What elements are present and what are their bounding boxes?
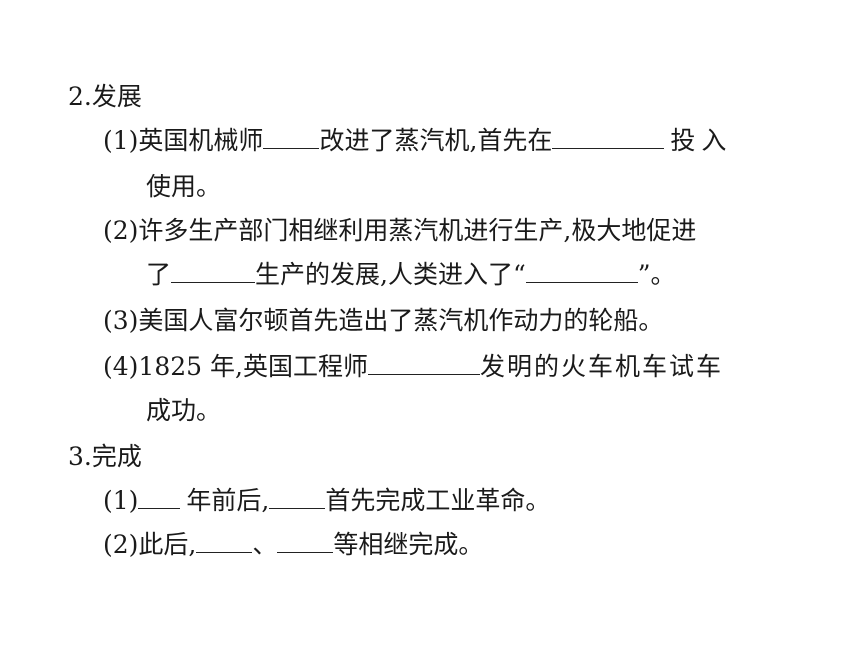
item-text: 年前后,	[186, 486, 270, 515]
item-text: 美国人富尔顿首先造出了蒸汽机作动力的轮船。	[138, 306, 664, 335]
item-1-line-1: (1)英国机械师 改进了蒸汽机,首先在 投入	[103, 124, 732, 158]
fill-blank[interactable]	[138, 484, 181, 509]
item-number: (4)	[103, 352, 139, 381]
item-text: 英国机械师	[138, 126, 264, 155]
item-number: (1)	[103, 126, 139, 155]
fill-blank[interactable]	[269, 484, 326, 509]
item-text: 发明的火车机车试车	[479, 352, 723, 381]
item-text: 许多生产部门相继利用蒸汽机进行生产,极大地促进	[138, 216, 697, 245]
item-2-line-1: (2)许多生产部门相继利用蒸汽机进行生产,极大地促进	[103, 214, 696, 248]
item-4-line-2: 成功。	[146, 394, 221, 428]
item-text: 了	[146, 260, 172, 289]
item-text: 首先完成工业革命。	[325, 486, 551, 515]
item-text: 改进了蒸汽机,首先在	[319, 126, 553, 155]
item-2-line-2: 了 生产的发展,人类进入了“ ”。	[146, 258, 676, 292]
item-number: (2)	[103, 216, 139, 245]
item-4-line-1: (4)1825 年,英国工程师 发明的火车机车试车	[103, 350, 723, 384]
fill-blank[interactable]	[525, 258, 638, 283]
section-heading-completion: 3.完成	[68, 440, 142, 474]
item-text: 1825 年,英国工程师	[138, 352, 368, 381]
completion-item-1: (1) 年前后, 首先完成工业革命。	[103, 484, 550, 518]
fill-blank[interactable]	[367, 350, 480, 375]
fill-blank[interactable]	[552, 124, 665, 149]
fill-blank[interactable]	[171, 258, 256, 283]
fill-blank[interactable]	[277, 528, 334, 553]
item-1-line-2: 使用。	[146, 170, 221, 204]
item-text: 投入	[670, 126, 733, 155]
item-text: 、	[252, 530, 278, 559]
fill-blank[interactable]	[196, 528, 253, 553]
completion-item-2: (2)此后, 、 等相继完成。	[103, 528, 483, 562]
item-text: 使用。	[146, 172, 222, 201]
heading-text: 2.发展	[68, 82, 142, 111]
item-text: ”。	[637, 260, 676, 289]
item-text: 此后,	[138, 530, 197, 559]
fill-blank[interactable]	[263, 124, 320, 149]
item-text: 生产的发展,人类进入了“	[255, 260, 526, 289]
section-heading-development: 2.发展	[68, 80, 142, 114]
item-text: 成功。	[146, 396, 222, 425]
item-3-line-1: (3)美国人富尔顿首先造出了蒸汽机作动力的轮船。	[103, 304, 663, 338]
item-number: (2)	[103, 530, 139, 559]
item-text: 等相继完成。	[333, 530, 484, 559]
heading-text: 3.完成	[68, 442, 142, 471]
item-number: (1)	[103, 486, 139, 515]
item-number: (3)	[103, 306, 139, 335]
